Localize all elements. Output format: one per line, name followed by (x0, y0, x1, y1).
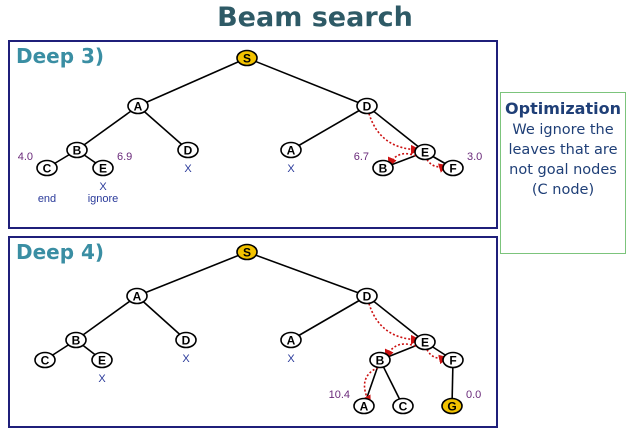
tree-edge (137, 57, 248, 107)
node-label: E (98, 354, 106, 368)
heuristic-value: 6.7 (354, 151, 369, 163)
node-label: F (449, 354, 456, 368)
tree-edge (290, 295, 368, 341)
pruned-mark: X (287, 163, 295, 175)
tree-node-a: A (280, 141, 302, 159)
node-label: S (243, 246, 251, 260)
node-label: E (421, 336, 429, 350)
deep-3-tree: S A D B D A E C E B F X X X 4.0 6.9 6.7 3.0 end ignore (18, 49, 482, 205)
node-label: E (99, 162, 107, 176)
tree-node-d: D (356, 287, 378, 305)
node-label: C (399, 400, 408, 414)
deep-3-panel: Deep 3) S A D B D A E C E B F X X X 4.0 6.9 6.7 3.0 end ign… (8, 40, 498, 229)
heuristic-value: 0.0 (466, 389, 481, 401)
tree-edge (76, 105, 139, 151)
tree-edge (366, 295, 426, 343)
node-label: E (421, 146, 429, 160)
node-note: ignore (88, 193, 119, 205)
tree-node-e: E (414, 143, 436, 161)
node-label: D (363, 290, 372, 304)
panel-label: Deep 3) (16, 44, 105, 68)
pruned-mark: X (182, 353, 190, 365)
tree-node-e: E (91, 351, 113, 369)
node-label: A (134, 100, 143, 114)
tree-node-d: D (177, 141, 199, 159)
tree-node-s: S (236, 243, 258, 261)
node-label: A (133, 290, 142, 304)
tree-edge (136, 251, 248, 297)
tree-node-f: F (442, 351, 464, 369)
optimization-body: We ignore the leaves that are not goal n… (508, 122, 618, 198)
node-label: A (287, 334, 296, 348)
tree-node-e: E (92, 159, 114, 177)
node-label: A (360, 400, 369, 414)
node-label: D (363, 100, 372, 114)
node-label: S (243, 52, 251, 66)
tree-node-a: A (353, 397, 375, 415)
pruned-mark: X (98, 373, 106, 385)
pruned-mark: X (99, 181, 107, 193)
tree-node-b: B (65, 331, 87, 349)
heuristic-value: 10.4 (329, 389, 350, 401)
tree-node-b: B (372, 159, 394, 177)
node-label: B (376, 354, 385, 368)
node-note: end (38, 193, 56, 205)
node-label: D (182, 334, 191, 348)
optimization-title: Optimization (505, 99, 621, 118)
tree-edge (246, 251, 368, 297)
tree-edge (366, 105, 426, 153)
node-label: G (447, 400, 456, 414)
search-path-arrow (368, 303, 421, 345)
tree-node-d: D (356, 97, 378, 115)
node-label: B (73, 144, 82, 158)
tree-node-c: C (36, 159, 58, 177)
node-label: C (41, 354, 50, 368)
tree-edge (137, 105, 189, 151)
pruned-mark: X (287, 353, 295, 365)
tree-node-b: B (66, 141, 88, 159)
deep-4-panel: Deep 4) S A D B D A E C E B F A C G X X X 10.4 0.0 (8, 236, 498, 428)
tree-node-g: G (441, 397, 463, 415)
tree-node-c: C (392, 397, 414, 415)
tree-edge (246, 57, 368, 107)
tree-node-e: E (414, 333, 436, 351)
node-label: C (43, 162, 52, 176)
heuristic-value: 3.0 (467, 151, 482, 163)
tree-edge (75, 295, 138, 341)
heuristic-value: 4.0 (18, 151, 33, 163)
node-label: D (184, 144, 193, 158)
tree-node-a: A (280, 331, 302, 349)
tree-node-d: D (175, 331, 197, 349)
tree-edge (290, 105, 368, 151)
panel-label: Deep 4) (16, 240, 105, 264)
node-label: F (449, 162, 456, 176)
deep-4-tree: S A D B D A E C E B F A C G X X X 10.4 0.0 (34, 243, 481, 415)
search-path-arrow (368, 113, 421, 155)
node-label: B (72, 334, 81, 348)
tree-edge (136, 295, 187, 341)
tree-node-s: S (236, 49, 258, 67)
tree-node-c: C (34, 351, 56, 369)
node-label: A (287, 144, 296, 158)
tree-node-b: B (369, 351, 391, 369)
pruned-mark: X (184, 163, 192, 175)
heuristic-value: 6.9 (117, 151, 132, 163)
tree-node-a: A (126, 287, 148, 305)
tree-node-f: F (442, 159, 464, 177)
page-title: Beam search (217, 2, 413, 33)
optimization-note: Optimization We ignore the leaves that a… (500, 92, 626, 254)
tree-node-a: A (127, 97, 149, 115)
node-label: B (379, 162, 388, 176)
